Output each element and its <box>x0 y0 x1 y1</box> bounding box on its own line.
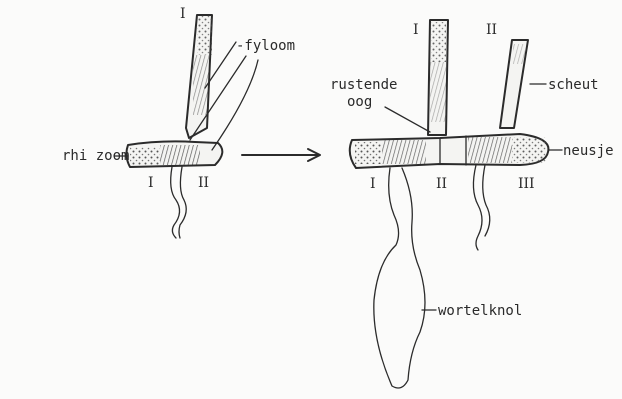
neusje-label: neusje <box>563 143 614 159</box>
left-bottom-numeral-1: I <box>148 175 154 191</box>
fyloom-label: -fyloom <box>236 38 295 54</box>
wortelknol-label: wortelknol <box>438 303 522 319</box>
right-bottom-numeral-3: III <box>518 176 535 192</box>
right-top-numeral-1: I <box>413 22 419 38</box>
right-bottom-numeral-1: I <box>370 176 376 192</box>
scheut-label: scheut <box>548 77 599 93</box>
left-top-numeral: I <box>180 6 186 22</box>
left-bottom-numeral-2: II <box>198 175 209 191</box>
right-plant <box>350 20 549 388</box>
right-bottom-numeral-2: II <box>436 176 447 192</box>
rustende-label: rustende <box>330 77 397 93</box>
oog-label: oog <box>347 94 372 110</box>
right-top-numeral-2: II <box>486 22 497 38</box>
transition-arrow <box>242 149 320 161</box>
